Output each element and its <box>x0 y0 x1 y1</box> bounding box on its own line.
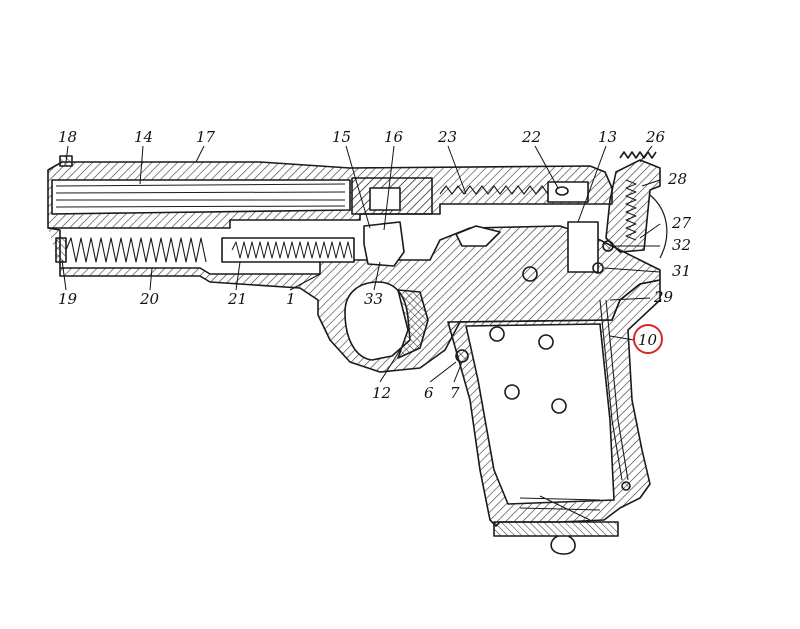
label-22: 22 <box>521 128 541 146</box>
guide-rod-spring <box>231 241 353 259</box>
slide-stop-notch <box>455 225 501 247</box>
label-13: 13 <box>598 128 617 146</box>
label-1: 1 <box>286 290 296 308</box>
hammer-spring <box>625 179 637 241</box>
magazine-base <box>493 521 619 537</box>
label-20: 20 <box>139 290 160 308</box>
magazine-hole <box>504 384 520 400</box>
label-28: 28 <box>667 170 687 188</box>
label-18: 18 <box>58 128 77 146</box>
chamber-window <box>369 187 401 211</box>
magazine-hole <box>551 398 567 414</box>
firing-pin-spring <box>439 185 549 195</box>
magazine-well <box>465 323 615 505</box>
label-32: 32 <box>672 236 691 254</box>
firing-pin-detail <box>555 186 569 196</box>
hammer <box>605 159 661 253</box>
lanyard-ring <box>550 535 576 555</box>
label-26: 26 <box>645 128 666 146</box>
label-17: 17 <box>196 128 216 146</box>
recoil-guide-end <box>55 237 67 263</box>
label-10: 10 <box>638 331 658 349</box>
label-33: 33 <box>364 290 383 308</box>
label-23: 23 <box>437 128 457 146</box>
part-labels: 18 14 17 15 16 23 22 13 26 28 27 32 31 2… <box>58 128 692 402</box>
label-31: 31 <box>672 262 691 280</box>
grip-screw <box>621 481 631 491</box>
magazine-hole <box>489 326 505 342</box>
recoil-spring <box>65 237 207 263</box>
magazine-follower <box>519 495 601 521</box>
sear-block <box>567 221 599 273</box>
label-21: 21 <box>227 290 247 308</box>
label-7: 7 <box>450 384 460 402</box>
rifling-lines <box>55 183 346 208</box>
highlighted-label-10: 10 <box>633 324 663 354</box>
hammer-arc <box>649 194 668 259</box>
magazine-hole <box>522 266 538 282</box>
hammer-spur <box>619 151 657 159</box>
leader-lines <box>61 145 661 383</box>
pin-7 <box>455 349 469 363</box>
label-15: 15 <box>332 128 351 146</box>
label-6: 6 <box>424 384 434 402</box>
label-27: 27 <box>671 214 692 232</box>
label-12: 12 <box>372 384 391 402</box>
pin-31 <box>592 262 604 274</box>
label-19: 19 <box>58 290 78 308</box>
label-16: 16 <box>384 128 404 146</box>
highlight-circle <box>633 324 663 354</box>
trigger <box>397 289 429 359</box>
label-14: 14 <box>134 128 153 146</box>
magazine-hole <box>538 334 554 350</box>
lever-15 <box>363 221 405 267</box>
barrel-bore <box>51 179 351 215</box>
label-29: 29 <box>653 288 674 306</box>
grip-spring-29 <box>599 299 629 481</box>
